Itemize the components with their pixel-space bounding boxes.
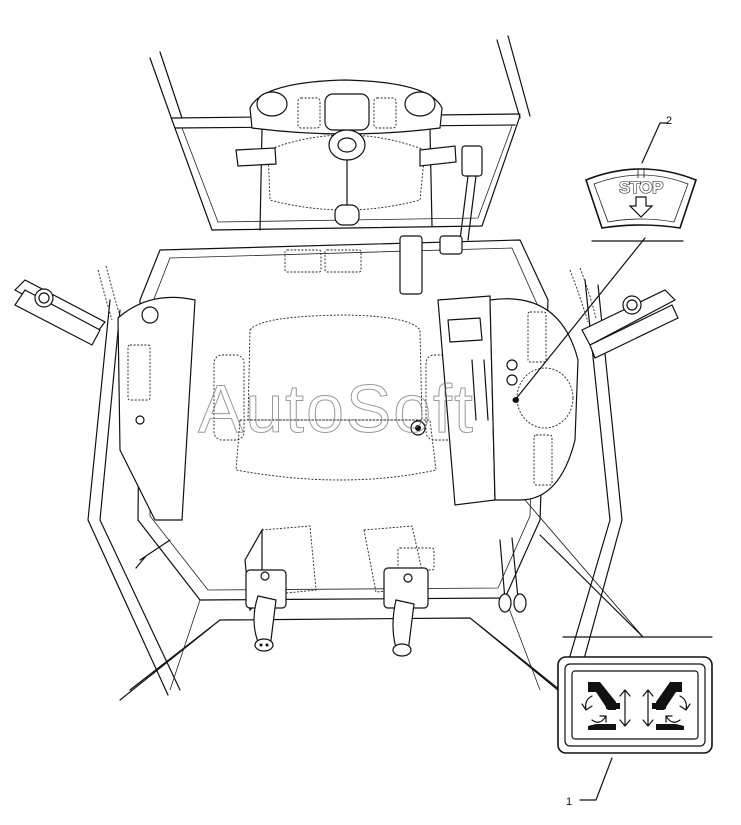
callout-2-number: 2 xyxy=(666,115,672,127)
right-joystick xyxy=(363,525,435,657)
right-mirror-arm xyxy=(569,267,679,359)
left-joystick xyxy=(244,525,317,652)
boom-arm-left-icon xyxy=(581,682,620,730)
watermark: AutoSoft xyxy=(198,371,475,447)
stop-text: STOP xyxy=(619,178,663,197)
stop-decal: STOP 2 xyxy=(512,115,697,403)
boom-arm-right-icon xyxy=(652,682,691,730)
left-console xyxy=(117,296,196,569)
left-mirror-arm xyxy=(14,265,121,346)
control-pattern-decal: 1 xyxy=(524,499,713,808)
dashboard-console xyxy=(235,79,483,295)
operator-seat xyxy=(213,314,457,481)
callout-1-number: 1 xyxy=(566,796,572,808)
up-down-arrow-icon xyxy=(619,689,654,727)
stop-arrow-icon xyxy=(628,196,654,218)
